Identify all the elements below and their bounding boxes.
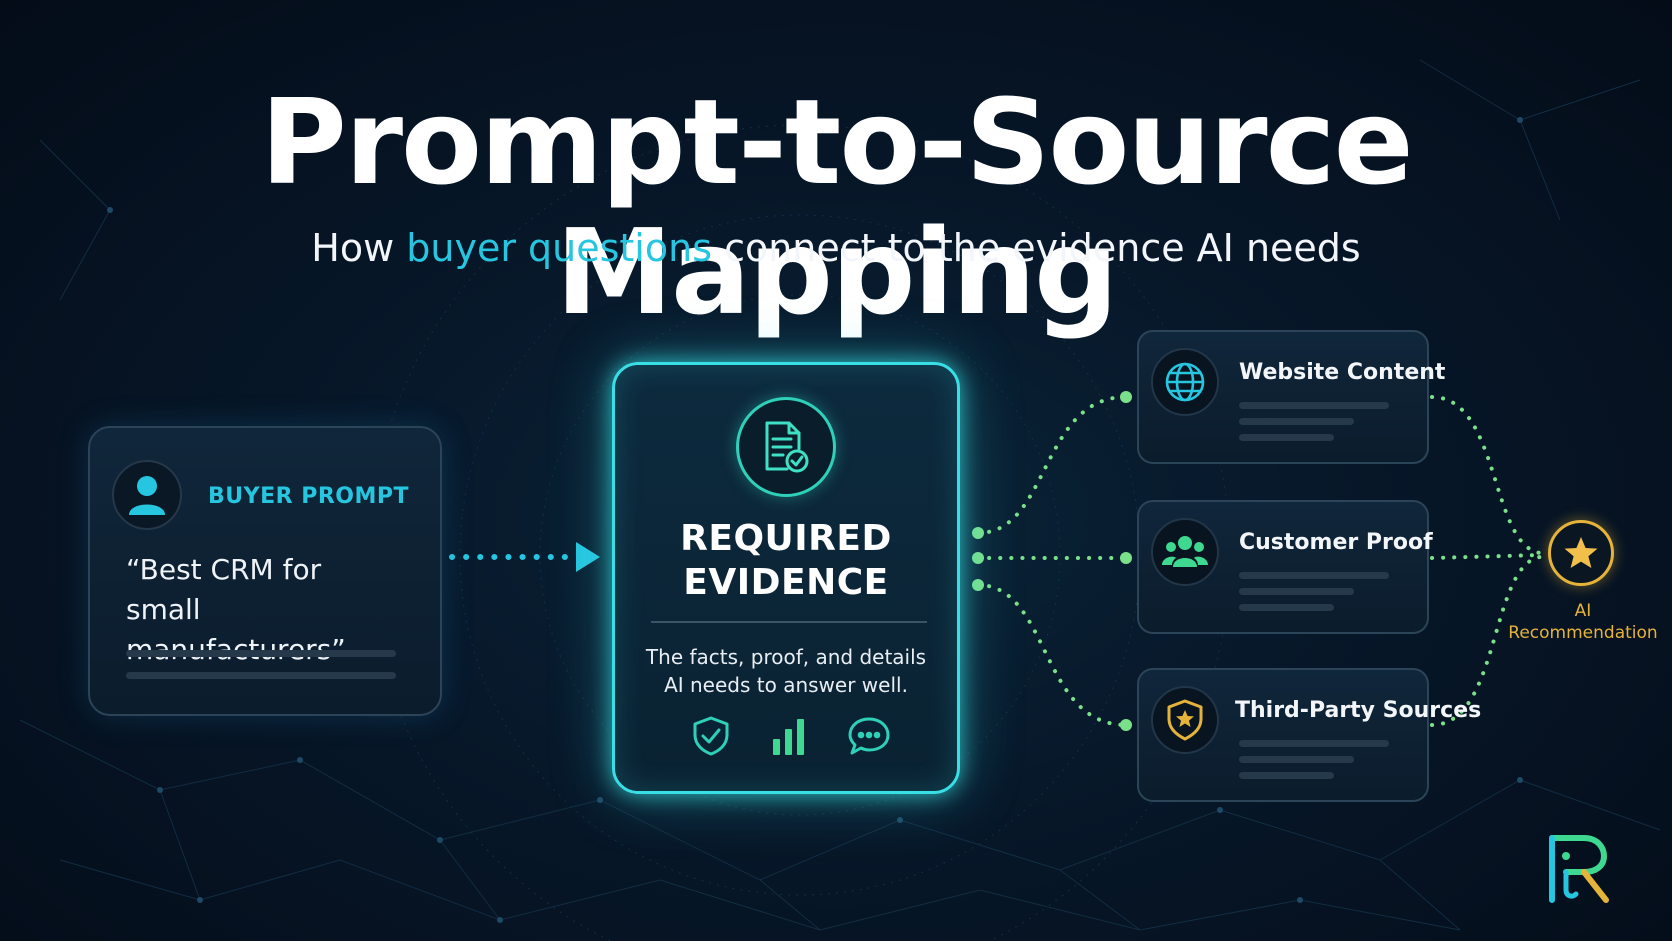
source-card-website-content: Website Content [1137,330,1445,464]
people-icon [1151,518,1219,586]
required-evidence-card: REQUIRED EVIDENCE The facts, proof, and … [612,362,960,794]
ai-label-line-1: AI [1574,601,1592,621]
buyer-prompt-card: BUYER PROMPT “Best CRM for small manufac… [88,426,442,716]
divider [651,621,927,623]
placeholder-line [1239,418,1354,425]
buyer-prompt-label: BUYER PROMPT [208,484,409,509]
evidence-icons [691,715,891,757]
bar-chart-icon [773,719,804,755]
star-icon [1548,520,1614,586]
page-subtitle: How buyer questions connect to the evide… [0,226,1672,270]
buyer-prompt-quote: “Best CRM for small manufacturers” [126,550,426,670]
placeholder-line [1239,588,1354,595]
title-line-1: REQUIRED [680,518,892,559]
subtitle-after: connect to the evidence AI needs [712,226,1361,270]
source-title: Website Content [1239,360,1446,385]
required-evidence-title: REQUIRED EVIDENCE [615,517,957,605]
desc-line-1: The facts, proof, and details [645,645,927,669]
quote-line-1: “Best CRM for [126,553,322,586]
flow-third-party-to-ai [1430,555,1542,727]
placeholder-line [1239,402,1389,409]
flow-to-website-content [976,395,1128,535]
source-title: Third-Party Sources [1235,698,1482,723]
placeholder-line [1239,572,1389,579]
title-line-2: EVIDENCE [683,562,889,603]
ai-recommendation-label: AI Recommendation [1508,600,1658,644]
placeholder-line [1239,756,1354,763]
placeholder-line [1239,740,1389,747]
required-evidence-description: The facts, proof, and details AI needs t… [615,643,957,699]
brand-logo [1549,835,1609,903]
source-card-customer-proof: Customer Proof [1137,500,1433,634]
badge-star-icon [1151,686,1219,754]
ai-label-line-2: Recommendation [1508,623,1658,643]
placeholder-line [126,650,396,657]
document-check-icon [736,397,836,497]
shield-check-icon [693,716,729,756]
user-icon [112,460,182,530]
flow-customer-to-ai [1430,553,1542,560]
placeholder-line [1239,604,1334,611]
subtitle-before: How [311,226,407,270]
source-card-third-party-sources: Third-Party Sources [1137,668,1481,802]
flow-website-to-ai [1430,395,1542,555]
prompt-to-evidence-arrow [449,542,600,572]
subtitle-highlight: buyer questions [406,226,712,270]
chat-bubble-icon [848,717,890,755]
source-title: Customer Proof [1239,530,1433,555]
placeholder-line [1239,434,1334,441]
globe-icon [1151,348,1219,416]
placeholder-line [126,672,396,679]
placeholder-line [1239,772,1334,779]
desc-line-2: AI needs to answer well. [664,673,908,697]
flow-to-third-party-sources [976,583,1128,727]
quote-line-2: small manufacturers” [126,593,346,666]
page-title: Prompt-to-Source Mapping [260,73,1413,341]
